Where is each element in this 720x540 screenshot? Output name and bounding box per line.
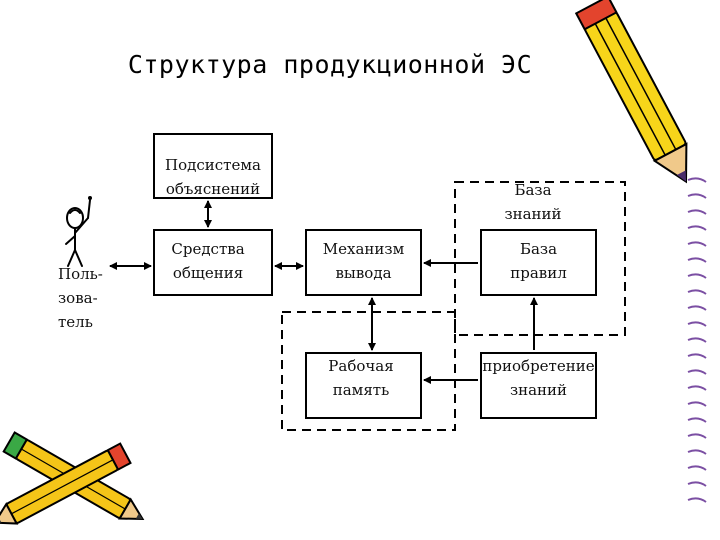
working-memory-box <box>305 352 422 419</box>
binding-ring <box>687 401 707 407</box>
binding-ring <box>687 209 707 215</box>
binding-ring <box>687 177 707 183</box>
knowledge-base-dashed <box>454 181 626 336</box>
knowledge-acquisition-box <box>480 352 597 419</box>
binding-ring <box>687 321 707 327</box>
binding-ring <box>687 305 707 311</box>
binding-ring <box>687 353 707 359</box>
working-area-dashed <box>281 311 456 431</box>
binding-ring <box>687 385 707 391</box>
binding-ring <box>687 417 707 423</box>
binding-ring <box>687 289 707 295</box>
binding-ring <box>687 225 707 231</box>
user-label: Поль-зова-тель <box>58 265 103 331</box>
communication-means-box <box>153 229 273 296</box>
binding-ring <box>687 497 707 503</box>
binding-ring <box>687 465 707 471</box>
binding-ring <box>687 481 707 487</box>
binding-ring <box>687 449 707 455</box>
slide-title: Структура продукционной ЭС <box>127 50 533 79</box>
binding-ring <box>687 257 707 263</box>
rule-base-box <box>480 229 597 296</box>
binding-ring <box>687 241 707 247</box>
inference-engine-box <box>305 229 422 296</box>
binding-ring <box>687 193 707 199</box>
binding-ring <box>687 433 707 439</box>
binding-ring <box>687 369 707 375</box>
binding-ring <box>687 273 707 279</box>
explanation-subsystem-box <box>153 133 273 199</box>
binding-ring <box>687 337 707 343</box>
